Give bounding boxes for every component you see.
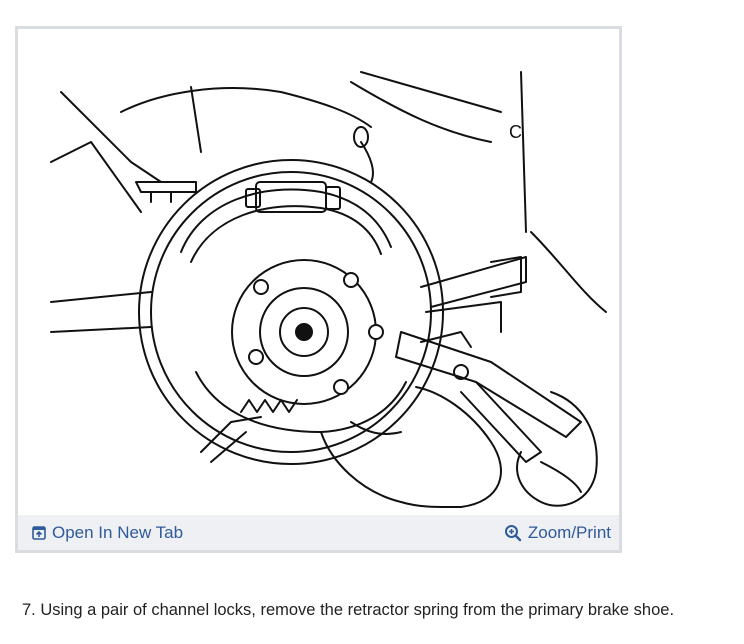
open-new-tab-icon	[32, 525, 46, 540]
open-in-new-tab-link[interactable]: Open In New Tab	[32, 523, 183, 543]
figure-toolbar: Open In New Tab Zoom/Print	[18, 515, 619, 550]
zoom-print-label: Zoom/Print	[527, 522, 611, 542]
step-caption: 7. Using a pair of channel locks, remove…	[22, 601, 675, 619]
figure-container: C Open In New Tab Zoom/Print	[15, 26, 622, 553]
zoom-print-link[interactable]: Zoom/Print	[504, 523, 611, 543]
brake-assembly-illustration	[50, 71, 607, 509]
callout-letter-c: C	[509, 122, 522, 142]
open-in-new-tab-label: Open In New Tab	[52, 522, 184, 542]
zoom-magnifier-icon	[504, 524, 522, 542]
